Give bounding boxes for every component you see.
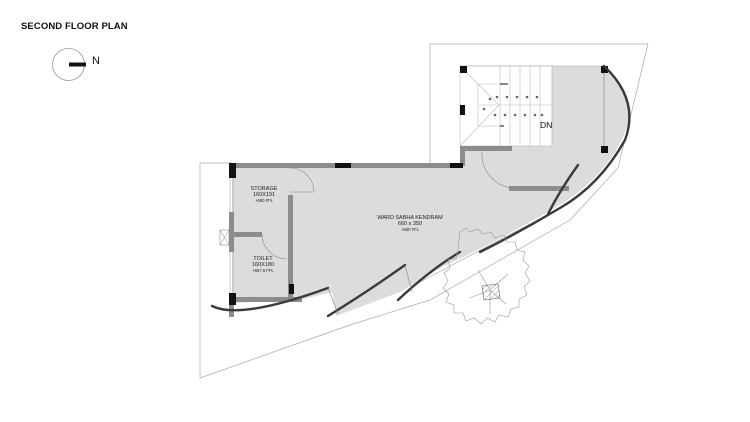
room-label-toilet: TOILET 160X180 +657.5 FFL [251,256,275,273]
room-label-storage: STORAGE 160X191 +660 FFL [250,186,278,203]
drawing-title: SECOND FLOOR PLAN [21,21,128,32]
north-label: N [92,55,100,67]
room-label-ward-sabha-kendram: WARD SABHA KENDRAM 660 x 350 +660 FFL [377,215,443,232]
tree-icon [442,227,531,325]
site-boundary [199,43,649,379]
north-arrow-icon [52,48,86,81]
stair-down-label: DN [540,120,553,130]
